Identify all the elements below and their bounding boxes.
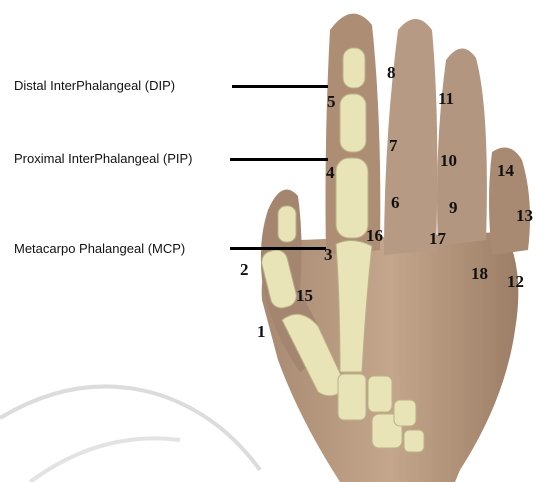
- ring-finger: [437, 48, 487, 246]
- point-number: 7: [389, 136, 398, 156]
- watermark-arc: [30, 438, 180, 482]
- bone-thumb-distal: [278, 206, 296, 242]
- point-number: 17: [429, 229, 446, 249]
- point-number: 13: [516, 206, 533, 226]
- point-number: 12: [507, 272, 524, 292]
- point-number: 10: [440, 151, 457, 171]
- point-number: 1: [257, 322, 266, 342]
- bone-distal-phalanx: [343, 48, 365, 88]
- point-number: 8: [387, 63, 396, 83]
- point-number: 15: [296, 286, 313, 306]
- bone-carpal: [394, 400, 416, 426]
- point-number: 11: [438, 89, 454, 109]
- bone-carpal: [368, 376, 392, 412]
- bone-carpal: [404, 430, 424, 452]
- point-number: 4: [326, 163, 335, 183]
- joint-label-pip: Proximal InterPhalangeal (PIP): [14, 151, 192, 166]
- point-number: 14: [497, 161, 514, 181]
- leader-line-mcp: [230, 247, 326, 250]
- bone-middle-phalanx: [340, 94, 366, 152]
- leader-line-dip: [232, 85, 328, 88]
- point-number: 16: [366, 226, 383, 246]
- leader-line-pip: [230, 158, 328, 161]
- point-number: 3: [324, 245, 333, 265]
- point-number: 2: [240, 260, 249, 280]
- bone-proximal-phalanx: [336, 158, 368, 238]
- point-number: 5: [327, 92, 336, 112]
- point-number: 6: [391, 193, 400, 213]
- joint-label-mcp: Metacarpo Phalangeal (MCP): [14, 241, 185, 256]
- watermark-arc: [0, 386, 260, 470]
- point-number: 9: [449, 198, 458, 218]
- joint-label-dip: Distal InterPhalangeal (DIP): [14, 78, 175, 93]
- bone-carpal: [338, 374, 366, 420]
- point-number: 18: [471, 264, 488, 284]
